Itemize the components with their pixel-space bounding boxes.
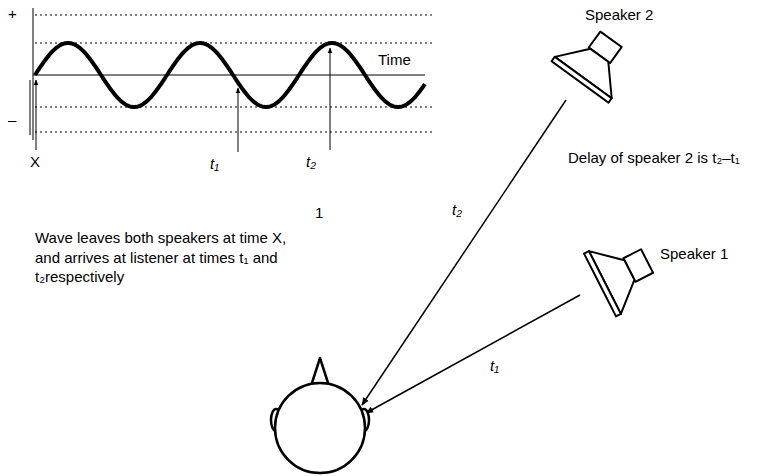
- path-time: t₂: [452, 200, 462, 220]
- speaker-label: Speaker 1: [660, 244, 728, 264]
- sine-wave: [35, 43, 425, 107]
- axis-sign: +: [8, 4, 17, 24]
- listener-head: [271, 358, 369, 473]
- stray-number: 1: [315, 203, 323, 223]
- axis-title: Time: [378, 50, 411, 70]
- time-marker: X: [30, 152, 40, 172]
- time-marker: t₂: [306, 152, 316, 172]
- sound-path: [362, 100, 580, 413]
- axis-sign: –: [8, 110, 16, 130]
- delay-note: Delay of speaker 2 is t₂–t₁: [568, 148, 746, 168]
- time-marker: t₁: [210, 154, 219, 174]
- explanation-note: Wave leaves both speakers at time X, and…: [35, 228, 315, 287]
- speaker-label: Speaker 2: [585, 5, 653, 25]
- graph-guides: [30, 8, 432, 140]
- path-time: t₁: [490, 356, 499, 376]
- time-markers: [36, 48, 330, 152]
- speaker-icon: [552, 19, 640, 103]
- speaker-icon: [584, 230, 663, 317]
- value-axis: [33, 8, 34, 140]
